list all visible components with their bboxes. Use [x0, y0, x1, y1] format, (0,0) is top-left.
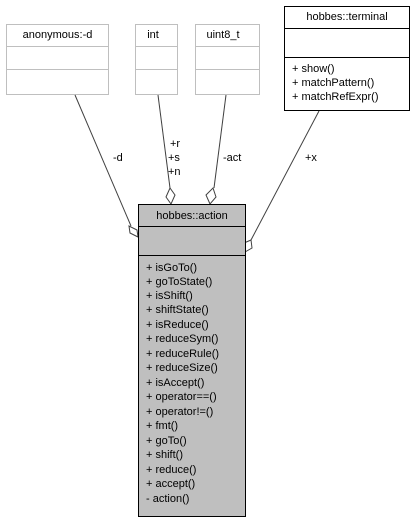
action-method: + isAccept() — [146, 377, 204, 389]
class-int-box — [135, 24, 178, 95]
action-method: + goTo() — [146, 435, 187, 447]
class-anonymous-d-box — [6, 24, 109, 95]
edge-label-d: -d — [113, 152, 123, 164]
class-uint8-t-name: uint8_t — [206, 29, 239, 41]
edge-int: +r +s +n — [157, 94, 181, 206]
terminal-method: + matchPattern() — [292, 77, 374, 89]
action-method: + isShift() — [146, 290, 193, 302]
action-method: + fmt() — [146, 420, 178, 432]
action-method: + shift() — [146, 449, 183, 461]
class-hobbes-terminal: hobbes::terminal + show() + matchPattern… — [284, 6, 410, 111]
class-uint8-t-box — [195, 24, 260, 95]
action-method: + accept() — [146, 478, 195, 490]
terminal-method: + show() — [292, 63, 335, 75]
class-hobbes-action: hobbes::action + isGoTo() + goToState() … — [138, 204, 246, 517]
edge-d: -d — [74, 94, 139, 238]
class-hobbes-action-box — [138, 204, 246, 517]
action-method: + operator!=() — [146, 406, 213, 418]
edge-label-s: +s — [168, 152, 180, 164]
class-int: int — [135, 24, 178, 95]
action-method: + shiftState() — [146, 304, 209, 316]
action-method: + reduce() — [146, 464, 196, 476]
terminal-method: + matchRefExpr() — [292, 91, 379, 103]
action-method: + reduceSize() — [146, 362, 218, 374]
edge-label-x: +x — [305, 152, 317, 164]
aggregation-diamond-icon — [165, 186, 176, 206]
action-method: + goToState() — [146, 276, 212, 288]
class-uint8-t: uint8_t — [195, 24, 260, 95]
action-method: + isReduce() — [146, 319, 209, 331]
edge-x: +x — [243, 110, 320, 253]
class-hobbes-action-name: hobbes::action — [156, 210, 228, 222]
edge-label-r: +r — [170, 138, 180, 150]
class-hobbes-terminal-box — [284, 6, 410, 111]
edge-label-act: -act — [223, 152, 241, 164]
class-anonymous-d: anonymous:-d — [6, 24, 109, 95]
action-method: - action() — [146, 493, 189, 505]
edge-label-n: +n — [168, 166, 181, 178]
class-int-name: int — [147, 29, 159, 41]
action-method: + isGoTo() — [146, 262, 197, 274]
action-method: + reduceSym() — [146, 333, 218, 345]
aggregation-diamond-icon — [128, 225, 139, 238]
aggregation-diamond-icon — [205, 187, 217, 205]
edge-act: -act — [205, 94, 241, 205]
action-method: + reduceRule() — [146, 348, 219, 360]
class-anonymous-d-name: anonymous:-d — [23, 29, 93, 41]
class-hobbes-terminal-name: hobbes::terminal — [306, 11, 387, 23]
action-method: + operator==() — [146, 391, 217, 403]
